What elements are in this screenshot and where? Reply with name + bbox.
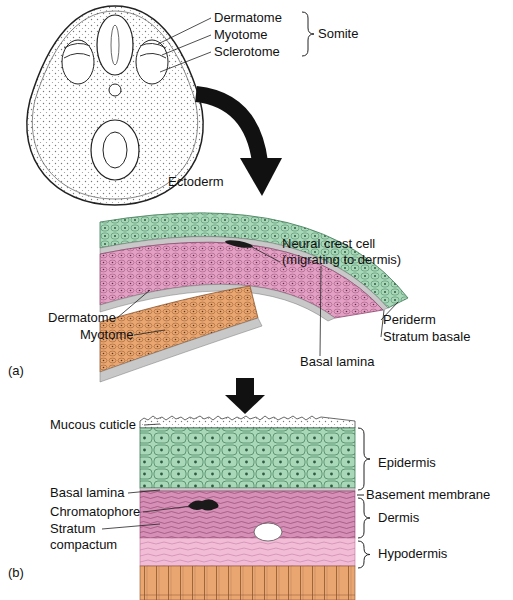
myotome-part xyxy=(64,53,90,58)
part-label: Hypodermis xyxy=(378,546,447,562)
neural-canal xyxy=(111,25,119,65)
part-label: Chromatophore xyxy=(50,504,140,520)
part-label: Neural crest cell (migrating to dermis) xyxy=(282,236,427,268)
part-label: Basement membrane xyxy=(366,487,490,503)
part-label: (a) xyxy=(8,363,24,379)
somite xyxy=(136,40,168,84)
part-label: (b) xyxy=(8,565,24,581)
chromatophore xyxy=(188,499,219,510)
part-label: Sclerotome xyxy=(214,44,280,60)
part-label: Somite xyxy=(318,26,358,42)
muscle-layer xyxy=(140,566,355,600)
part-label: Stratum basale xyxy=(383,329,470,345)
down-arrow-shaft xyxy=(236,378,254,396)
leader-line xyxy=(102,524,160,529)
leader-line xyxy=(320,266,321,356)
fat-vacuole xyxy=(254,523,282,541)
part-label: Stratum compactum xyxy=(50,521,130,553)
leader-line xyxy=(357,495,364,496)
curved-arrow-shaft xyxy=(196,94,260,162)
part-label: Mucous cuticle xyxy=(50,417,136,433)
mucous-cuticle xyxy=(140,416,355,428)
curved-arrow-head xyxy=(240,158,282,196)
part-label: Dermatome xyxy=(214,10,282,26)
part-label: Dermatome xyxy=(48,310,116,326)
epidermis-layer xyxy=(140,428,355,488)
notochord xyxy=(109,84,121,96)
down-arrow-head xyxy=(225,395,265,414)
neural-tube xyxy=(97,15,133,75)
leader-line xyxy=(144,424,160,425)
part-label: Basal lamina xyxy=(50,485,124,501)
part-label: Basal lamina xyxy=(300,354,374,370)
part-label: Epidermis xyxy=(378,455,436,471)
dermis-layer xyxy=(140,491,355,538)
bracket xyxy=(358,428,370,490)
leader-line xyxy=(128,490,160,493)
bracket xyxy=(358,541,370,568)
part-label: Myotome xyxy=(214,27,267,43)
ectoderm-layer xyxy=(32,11,197,199)
hypodermis-layer xyxy=(140,538,355,566)
leader-line xyxy=(160,52,211,72)
part-label: Myotome xyxy=(80,327,133,343)
leader-line xyxy=(162,35,211,55)
neural-crest-cell xyxy=(225,239,254,250)
somite xyxy=(62,40,94,84)
part-label: Dermis xyxy=(378,510,419,526)
leader-line xyxy=(134,330,165,335)
myotome-part xyxy=(140,53,166,58)
bracket xyxy=(358,498,370,538)
leader-line xyxy=(158,18,211,44)
leader-line xyxy=(252,247,280,262)
gut-wall xyxy=(91,120,139,180)
gut-lumen xyxy=(103,132,127,168)
leader-line xyxy=(143,506,192,512)
part-label: Periderm xyxy=(383,312,436,328)
basal-lamina xyxy=(140,488,355,491)
dermatome-part xyxy=(64,43,90,48)
bracket xyxy=(302,12,314,56)
dermatome-part xyxy=(140,43,166,48)
part-label: Ectoderm xyxy=(168,174,224,190)
leader-line xyxy=(117,290,150,318)
